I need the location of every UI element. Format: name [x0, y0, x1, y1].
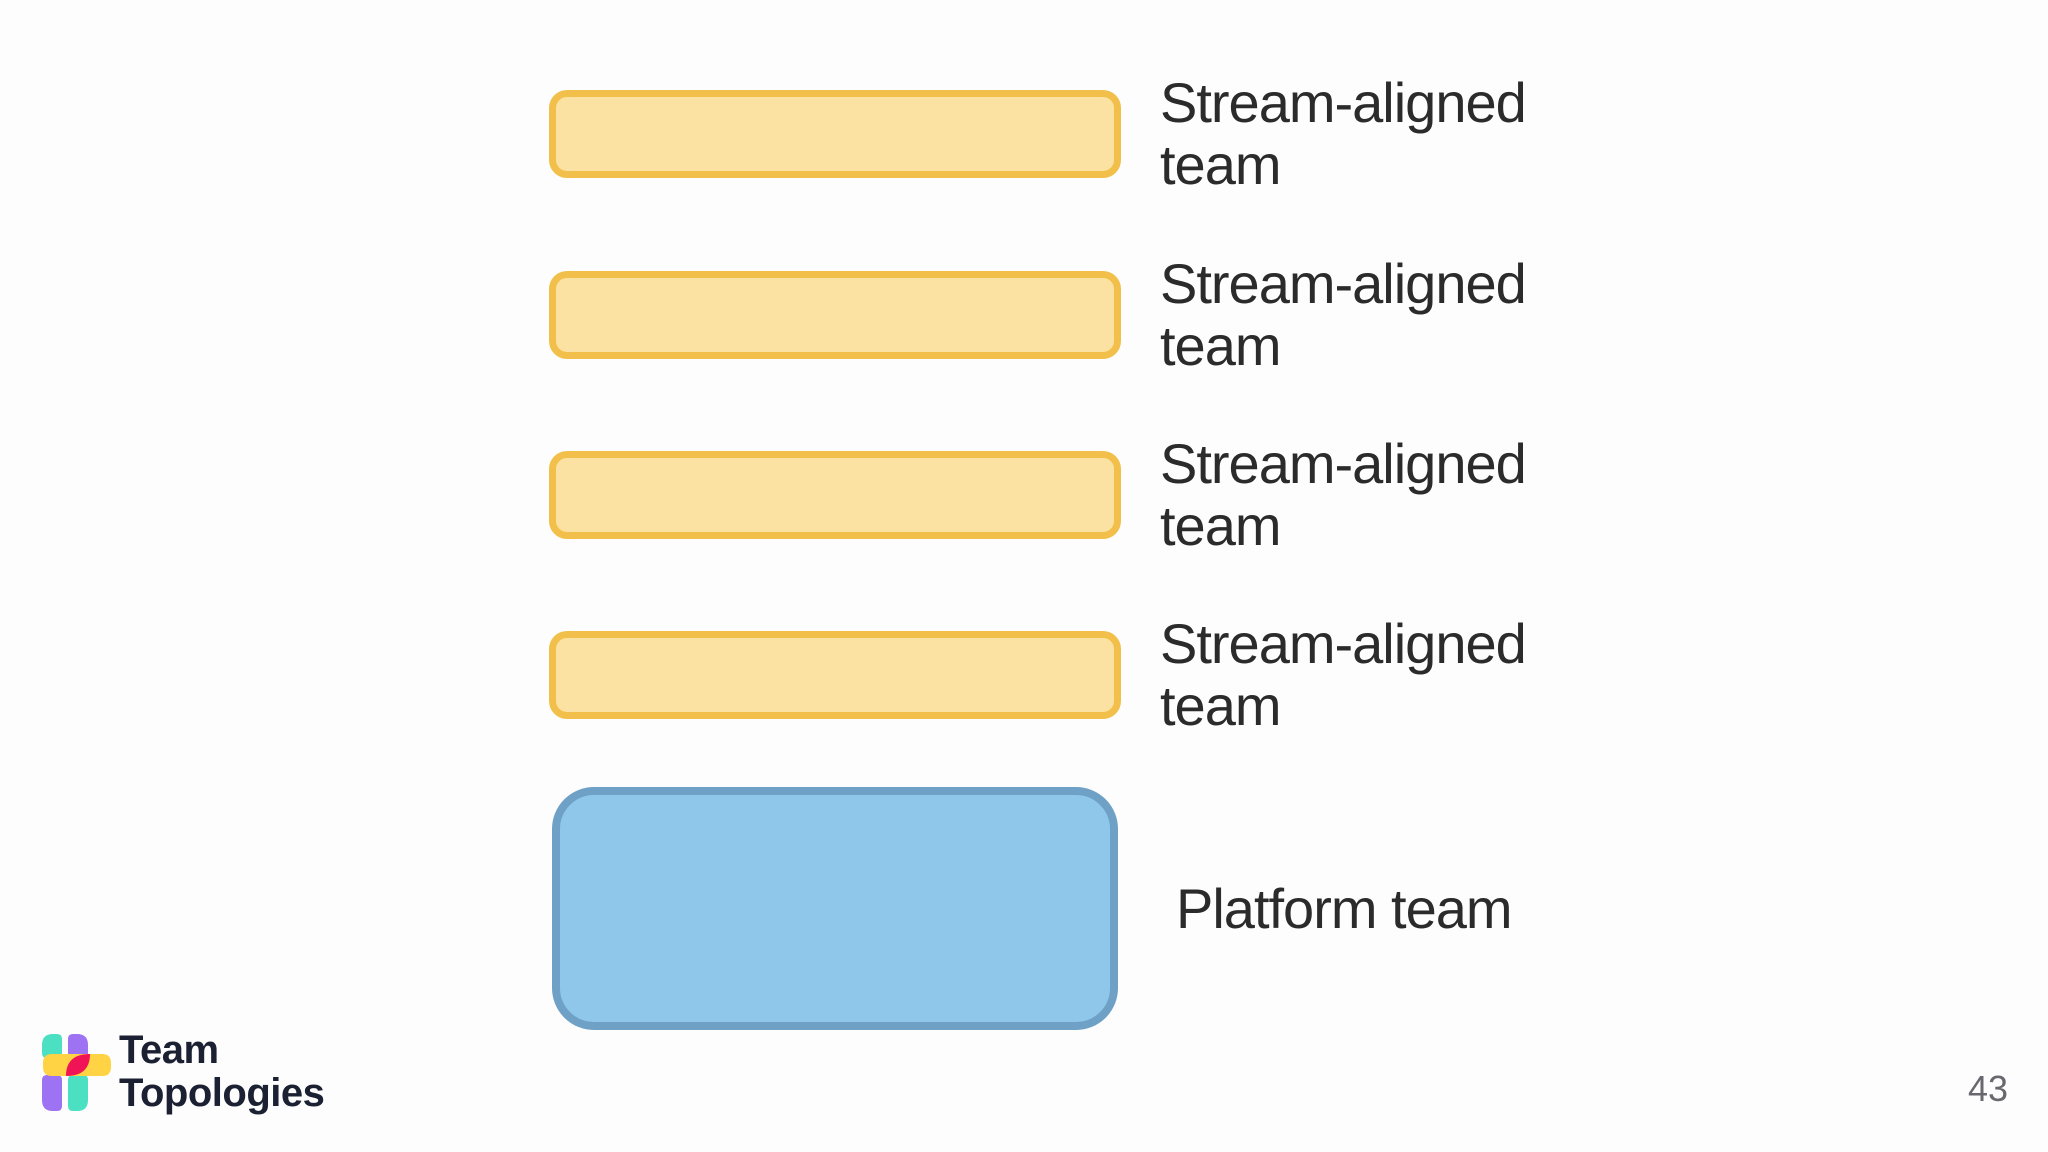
team-row: Stream-aligned team: [549, 433, 1620, 557]
stream-aligned-team-box: [549, 90, 1121, 178]
logo-line-2: Topologies: [119, 1071, 325, 1115]
team-row: Stream-aligned team: [549, 253, 1620, 377]
stream-aligned-team-box: [549, 631, 1121, 719]
team-label: Platform team: [1176, 876, 1513, 940]
team-topologies-logo-icon: [42, 1034, 111, 1111]
logo-line-1: Team: [119, 1028, 219, 1072]
team-label: Stream-aligned team: [1160, 71, 1527, 196]
team-label: Stream-aligned team: [1160, 612, 1527, 737]
team-row: Stream-aligned team: [549, 613, 1620, 737]
page-number: 43: [1968, 1068, 2009, 1109]
team-topologies-logo-text: Team Topologies: [119, 1028, 325, 1115]
team-label: Stream-aligned team: [1160, 432, 1527, 557]
team-label: Stream-aligned team: [1160, 252, 1527, 377]
team-row: Platform team: [552, 787, 1636, 1030]
platform-team-box: [552, 787, 1118, 1030]
team-row: Stream-aligned team: [549, 72, 1620, 196]
stream-aligned-team-box: [549, 451, 1121, 539]
stream-aligned-team-box: [549, 271, 1121, 359]
